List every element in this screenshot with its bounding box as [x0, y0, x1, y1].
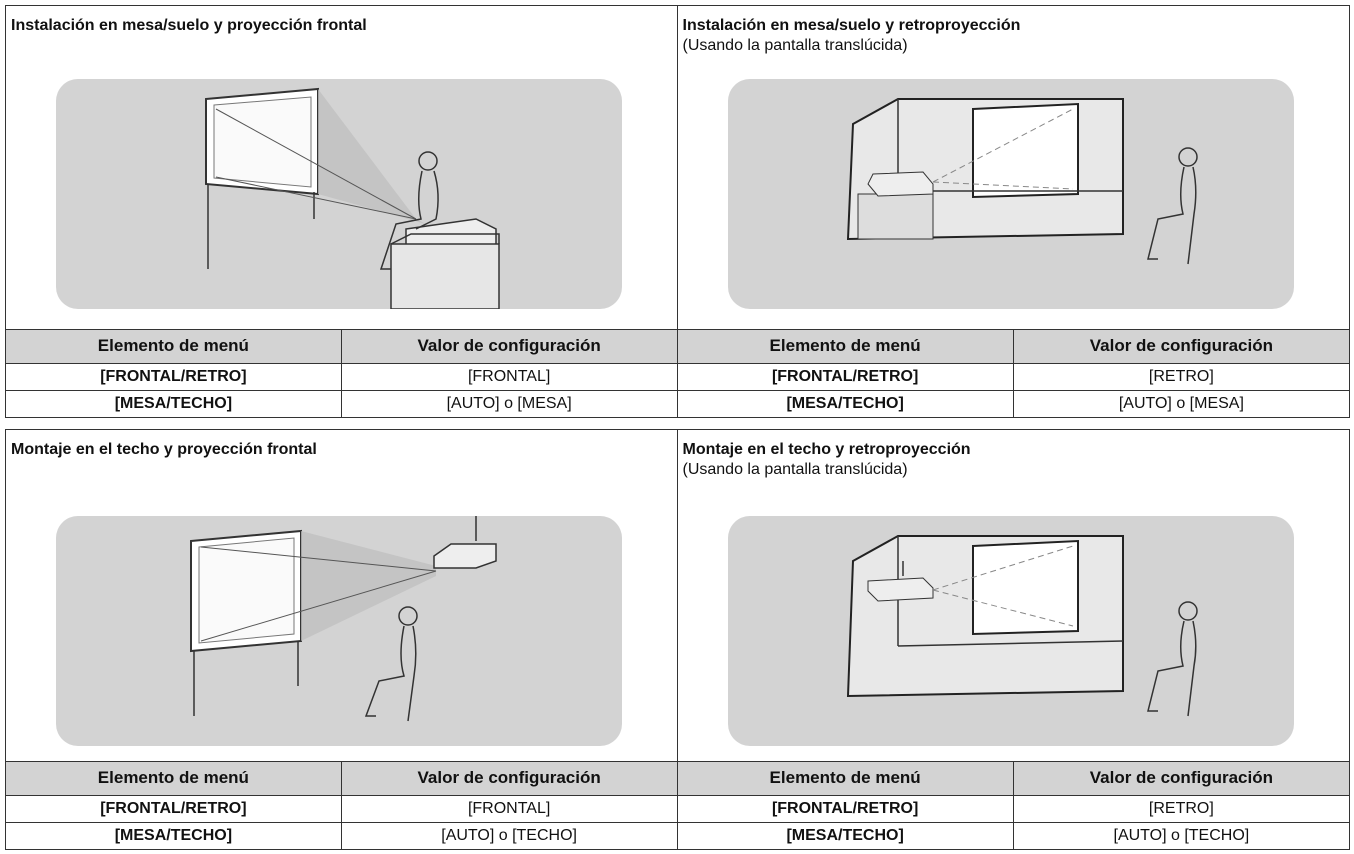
column-header-value: Valor de configuración [340, 328, 677, 364]
panel-title: Instalación en mesa/suelo y retroproyecc… [682, 17, 1021, 34]
menu-item-cell: [MESA/TECHO] [677, 821, 1014, 849]
settings-table: Elemento de menú Valor de configuración … [677, 760, 1349, 849]
table-rear-drawing [846, 98, 1198, 265]
table-row: [FRONTAL/RETRO] [RETRO] [677, 794, 1349, 823]
panel-title: Montaje en el techo y proyección frontal [11, 441, 317, 458]
column-header-item: Elemento de menú [6, 328, 342, 364]
setting-value-cell: [FRONTAL] [340, 362, 677, 391]
panel-title: Instalación en mesa/suelo y proyección f… [11, 17, 367, 34]
panel-title: Montaje en el techo y retroproyección [682, 441, 971, 458]
table-row: [FRONTAL/RETRO] [FRONTAL] [6, 362, 677, 391]
ceiling-front-drawing [190, 516, 497, 722]
panel-subtitle: (Usando la pantalla translúcida) [682, 461, 908, 478]
illustration-ceiling-rear [727, 516, 1294, 746]
setting-value-cell: [FRONTAL] [340, 794, 677, 823]
table-row: [FRONTAL/RETRO] [RETRO] [677, 362, 1349, 391]
setting-value-cell: [RETRO] [1012, 794, 1349, 823]
settings-table: Elemento de menú Valor de configuración … [677, 328, 1349, 417]
column-header-value: Valor de configuración [1012, 328, 1349, 364]
illustration-table-rear [727, 79, 1294, 309]
table-row: [MESA/TECHO] [AUTO] o [MESA] [677, 389, 1349, 417]
panel-subtitle: (Usando la pantalla translúcida) [682, 37, 908, 54]
table-row: [MESA/TECHO] [AUTO] o [TECHO] [6, 821, 677, 849]
table-row: [MESA/TECHO] [AUTO] o [TECHO] [677, 821, 1349, 849]
settings-table: Elemento de menú Valor de configuración … [6, 760, 677, 849]
panel-table-rear: Instalación en mesa/suelo y retroproyecc… [677, 6, 1349, 417]
setting-value-cell: [AUTO] o [TECHO] [340, 821, 677, 849]
illustration-ceiling-front [56, 516, 622, 746]
panel-ceiling-rear: Montaje en el techo y retroproyección (U… [677, 430, 1349, 849]
menu-item-cell: [FRONTAL/RETRO] [677, 362, 1014, 391]
table-front-drawing [205, 87, 500, 309]
menu-item-cell: [FRONTAL/RETRO] [677, 794, 1014, 823]
menu-item-cell: [MESA/TECHO] [677, 389, 1014, 417]
table-row: [FRONTAL/RETRO] [FRONTAL] [6, 794, 677, 823]
setting-value-cell: [AUTO] o [MESA] [340, 389, 677, 417]
column-header-value: Valor de configuración [340, 760, 677, 796]
setting-value-cell: [AUTO] o [MESA] [1012, 389, 1349, 417]
panel-table-front: Instalación en mesa/suelo y proyección f… [6, 6, 678, 417]
menu-item-cell: [MESA/TECHO] [6, 821, 342, 849]
installation-group-table: Instalación en mesa/suelo y proyección f… [5, 5, 1350, 418]
menu-item-cell: [FRONTAL/RETRO] [6, 362, 342, 391]
settings-table: Elemento de menú Valor de configuración … [6, 328, 677, 417]
column-header-item: Elemento de menú [677, 760, 1014, 796]
menu-item-cell: [MESA/TECHO] [6, 389, 342, 417]
panel-ceiling-front: Montaje en el techo y proyección frontal [6, 430, 678, 849]
column-header-item: Elemento de menú [6, 760, 342, 796]
column-header-item: Elemento de menú [677, 328, 1014, 364]
illustration-table-front [56, 79, 622, 309]
setting-value-cell: [RETRO] [1012, 362, 1349, 391]
installation-group-ceiling: Montaje en el techo y proyección frontal [5, 429, 1350, 850]
menu-item-cell: [FRONTAL/RETRO] [6, 794, 342, 823]
setting-value-cell: [AUTO] o [TECHO] [1012, 821, 1349, 849]
table-row: [MESA/TECHO] [AUTO] o [MESA] [6, 389, 677, 417]
column-header-value: Valor de configuración [1012, 760, 1349, 796]
ceiling-rear-drawing [846, 535, 1198, 717]
